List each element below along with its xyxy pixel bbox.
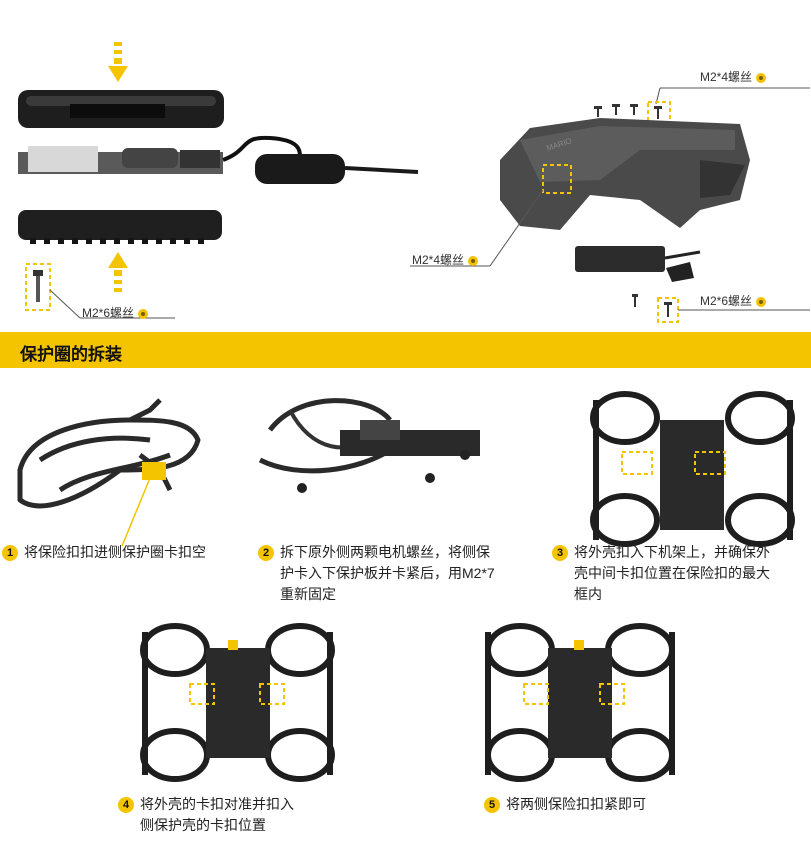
step-number-badge: 5 xyxy=(484,797,500,814)
step1-guard xyxy=(17,398,201,509)
screw-label-left: M2*6螺丝 xyxy=(82,304,149,321)
circuit-board xyxy=(18,135,419,184)
screw-m2x6-left xyxy=(25,263,175,319)
arrow-up-icon xyxy=(108,252,128,292)
top-illustrations xyxy=(18,42,810,323)
step3-drone xyxy=(590,391,795,547)
frame-assembly xyxy=(410,87,810,323)
wrench-icon xyxy=(756,296,767,307)
step-number-badge: 1 xyxy=(2,545,18,562)
arrow-down-icon xyxy=(108,42,128,82)
wrench-icon xyxy=(138,308,149,319)
step-number-badge: 3 xyxy=(552,545,568,562)
bottom-case xyxy=(18,210,222,244)
section-banner xyxy=(0,332,811,368)
screw-label-right-mid: M2*4螺丝 xyxy=(412,251,479,268)
top-case xyxy=(18,90,224,128)
step-number-badge: 4 xyxy=(118,797,134,814)
screw-label-right-top: M2*4螺丝 xyxy=(700,68,767,85)
wrench-icon xyxy=(756,72,767,83)
screw-label-right-bottom: M2*6螺丝 xyxy=(700,292,767,309)
step2-drone xyxy=(258,398,480,493)
step-number-badge: 2 xyxy=(258,545,274,562)
wrench-icon xyxy=(468,255,479,266)
section-title: 保护圈的拆装 xyxy=(20,345,122,364)
